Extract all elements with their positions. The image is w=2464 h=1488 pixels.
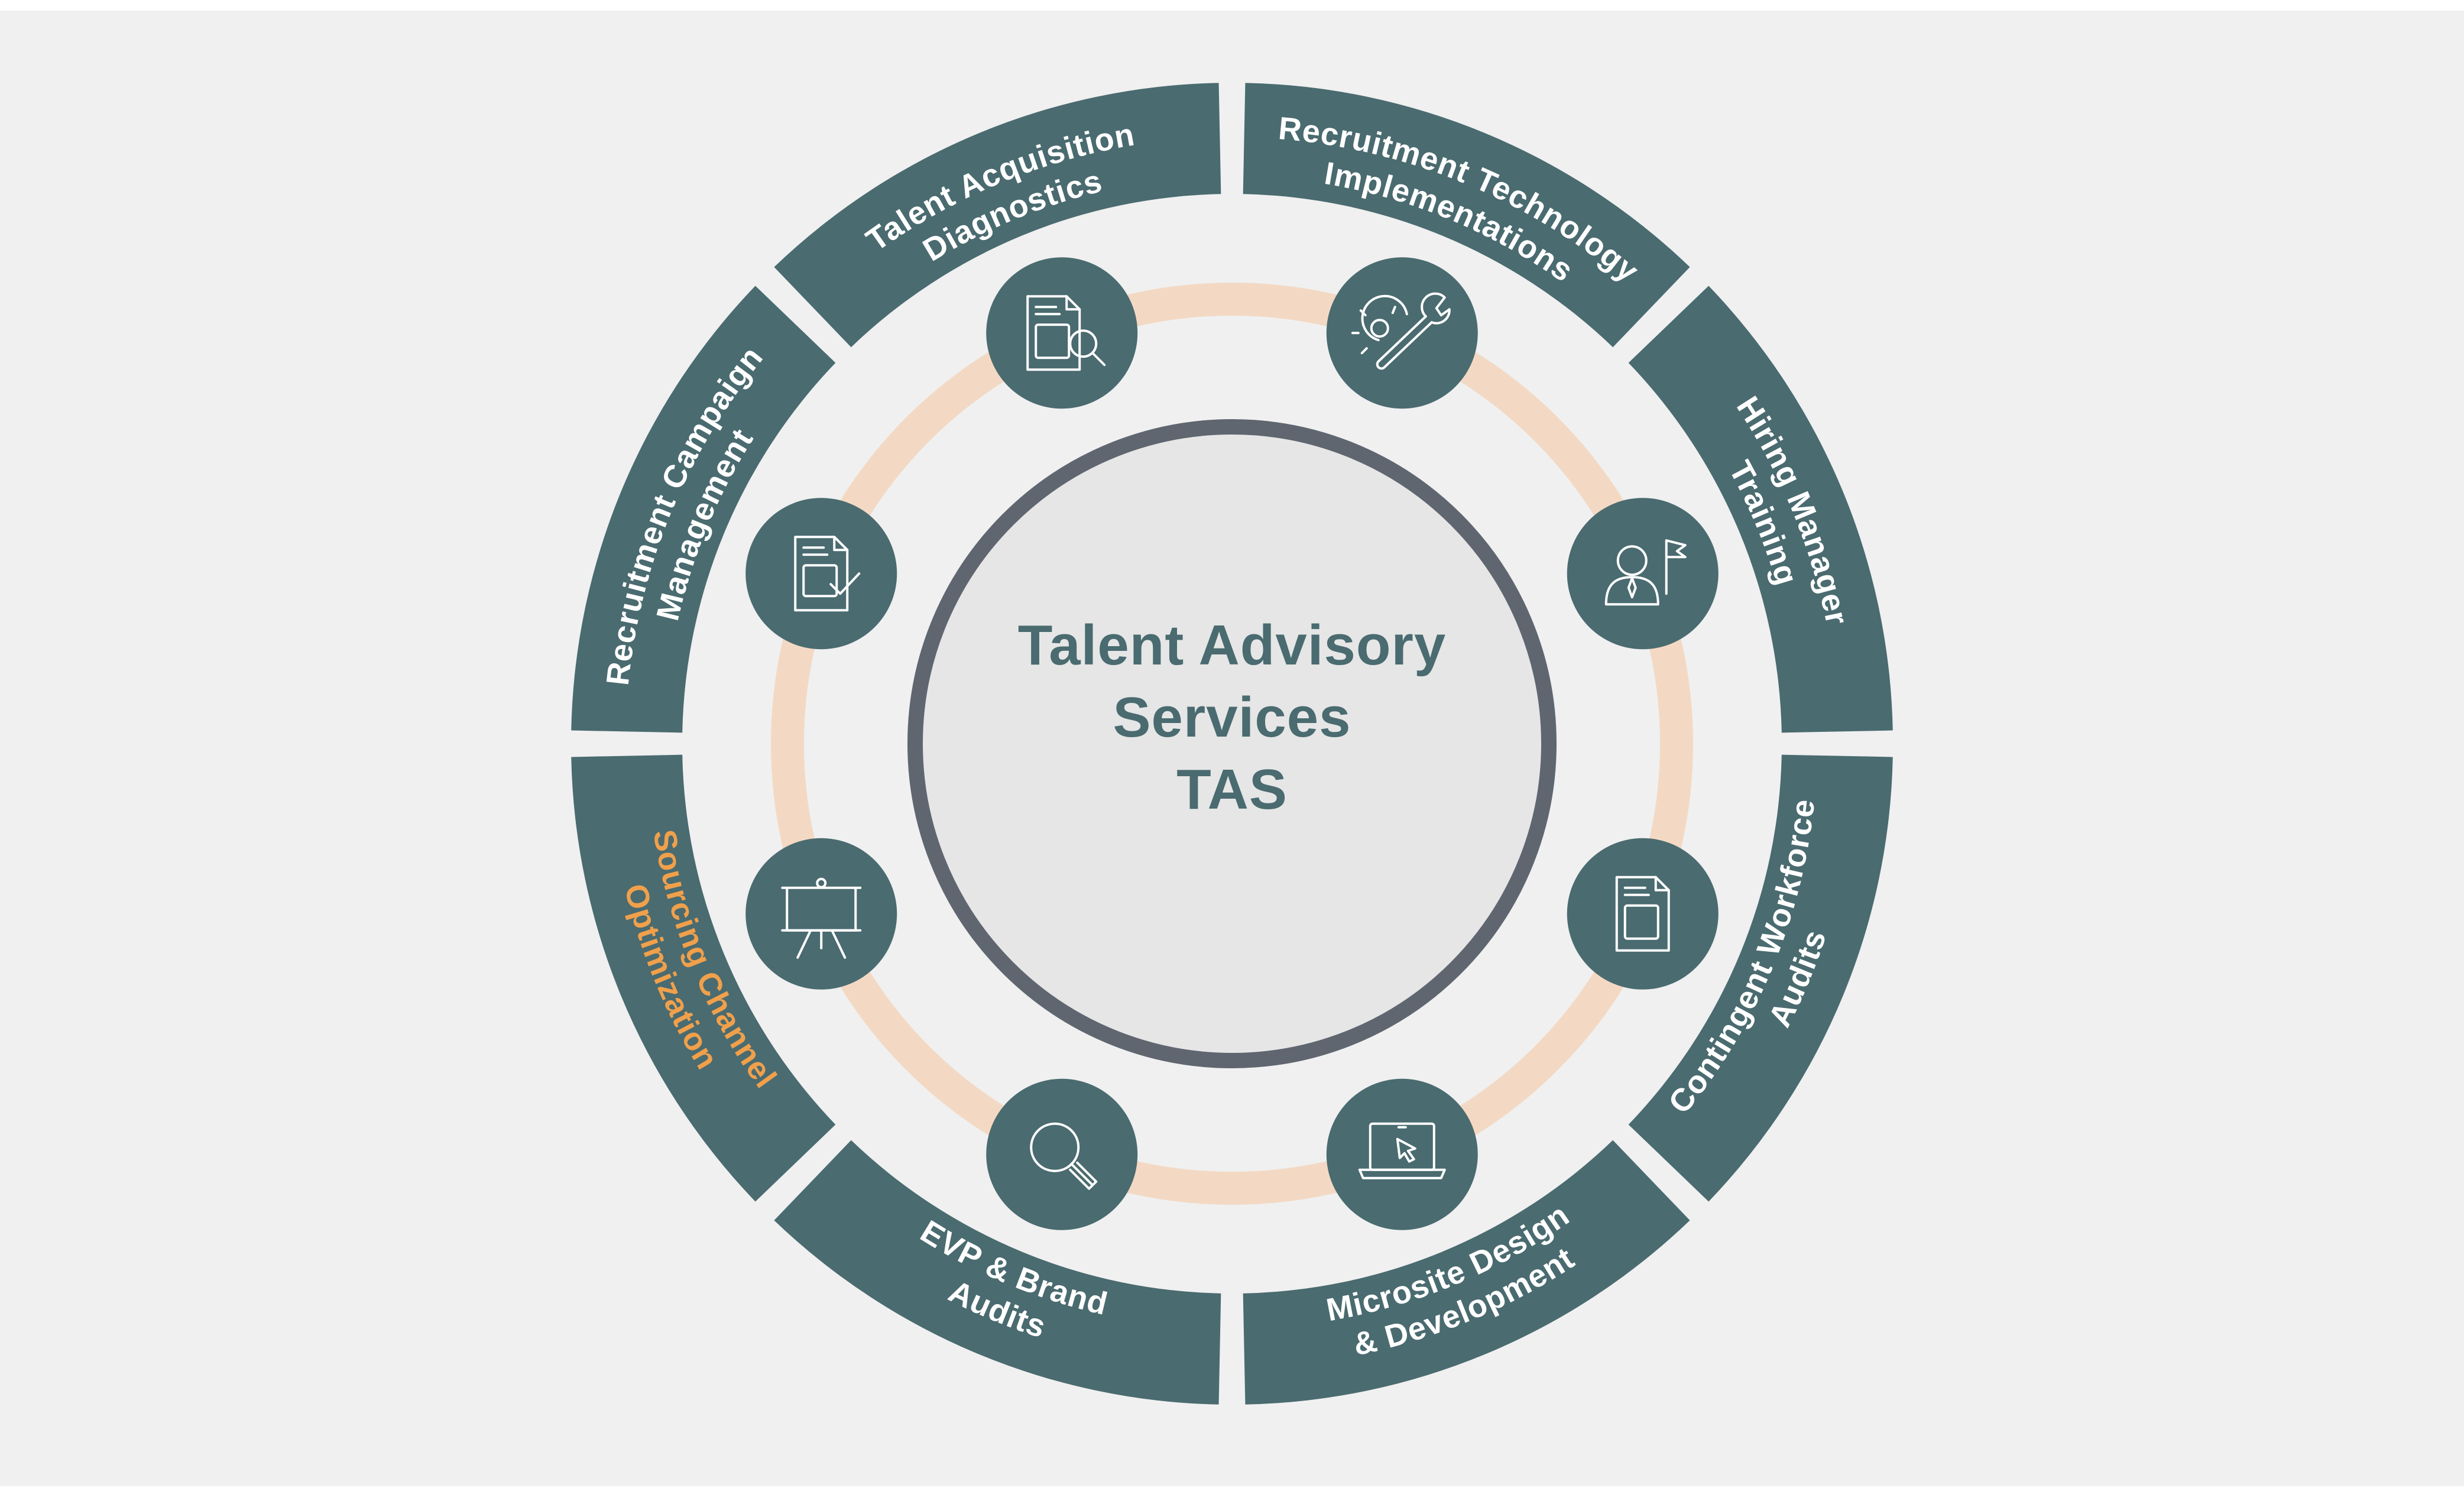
manager-flag-badge <box>1567 498 1719 650</box>
center-title-line-2: Services <box>1113 686 1351 749</box>
center-title-line-1: Talent Advisory <box>1018 614 1447 677</box>
segment-sourcing-channel <box>571 754 836 1202</box>
connector-ring <box>771 283 1693 1205</box>
segment-evp-and-brand <box>774 1140 1221 1405</box>
segment-microsite-design <box>1243 1140 1690 1405</box>
center-disc <box>907 419 1557 1068</box>
document-badge <box>1567 838 1719 990</box>
segment-contingent-workforce <box>1628 754 1893 1202</box>
segment-hiring-manager <box>1628 286 1893 733</box>
presentation-board-badge <box>745 838 897 990</box>
magnifier-badge <box>986 1078 1138 1230</box>
segment-recruitment-campaign <box>571 286 836 733</box>
document-search-badge <box>986 257 1138 409</box>
segment-talent-acquisition <box>774 83 1221 348</box>
center-title-line-3: TAS <box>1176 758 1288 821</box>
document-check-badge <box>745 498 897 650</box>
gear-wrench-badge <box>1326 257 1478 409</box>
segment-recruitment-technology <box>1243 83 1690 348</box>
